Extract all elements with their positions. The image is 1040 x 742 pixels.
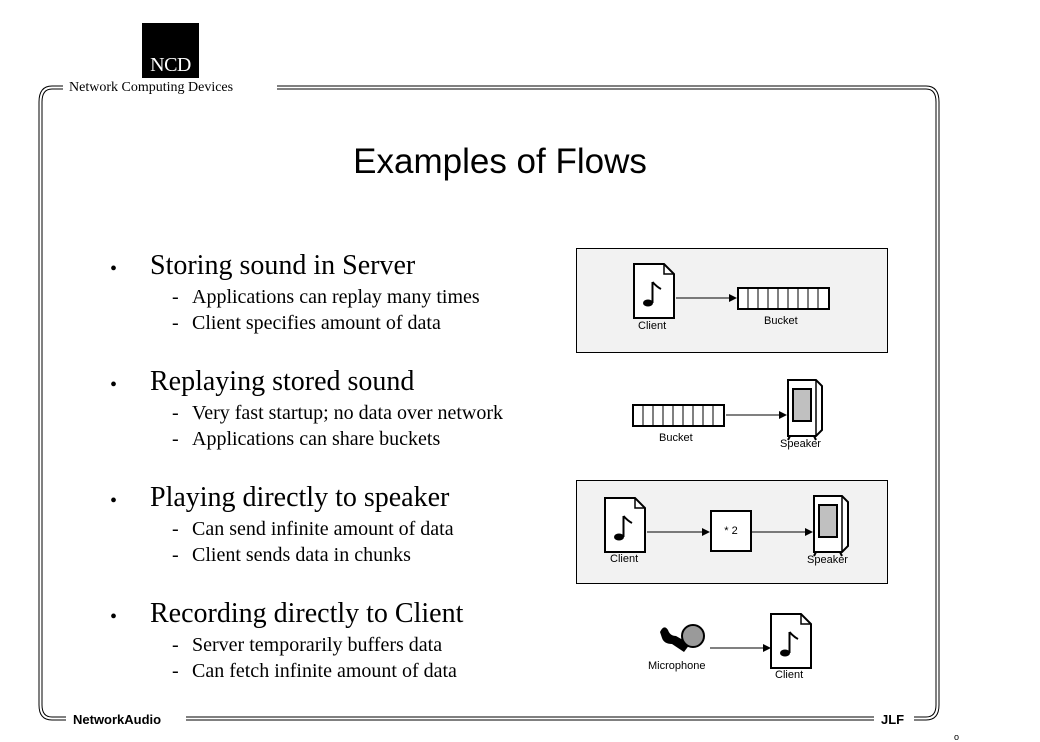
sub-item: -Can fetch infinite amount of data (172, 658, 457, 684)
sub-item-text: Applications can share buckets (192, 428, 441, 450)
microphone-icon (660, 624, 705, 652)
sub-item-text: Client sends data in chunks (192, 544, 411, 566)
diagram-label: Client (638, 320, 667, 332)
dash: - (172, 312, 179, 334)
sub-item: -Applications can replay many times (172, 284, 480, 310)
client-document-icon (770, 613, 812, 669)
sub-item: -Can send infinite amount of data (172, 516, 454, 542)
multiplier-box (710, 510, 752, 552)
flow-arrow (676, 294, 737, 302)
bullet-dot: • (110, 258, 118, 280)
diagram-label: Bucket (659, 432, 693, 444)
footer-left: NetworkAudio (73, 712, 162, 727)
bullet-heading: Recording directly to Client (150, 598, 464, 629)
diagram-label: Speaker (780, 438, 821, 450)
flow-arrow (752, 528, 813, 536)
dash: - (172, 544, 179, 566)
diagram-label: Bucket (764, 315, 798, 327)
flow-arrow (726, 411, 787, 419)
multiplier-label: * 2 (724, 525, 738, 537)
logo-text: NCD (150, 54, 191, 76)
diagram-label: Speaker (807, 554, 848, 566)
bullet-heading: Playing directly to speaker (150, 482, 450, 513)
company-name: Network Computing Devices (69, 80, 234, 95)
dash: - (172, 660, 179, 682)
bullet-heading: Storing sound in Server (150, 250, 416, 281)
dash: - (172, 286, 179, 308)
sub-item: -Applications can share buckets (172, 426, 440, 452)
sub-item-text: Server temporarily buffers data (192, 634, 443, 656)
sub-item-text: Can send infinite amount of data (192, 518, 454, 540)
speaker-icon (813, 495, 849, 557)
dash: - (172, 634, 179, 656)
bullet-dot: • (110, 490, 118, 512)
footer-right: JLF (881, 712, 905, 727)
bullet-heading: Replaying stored sound (150, 366, 415, 397)
flow-arrow (710, 644, 771, 652)
bucket-icon (737, 287, 830, 310)
sub-item: -Client specifies amount of data (172, 310, 441, 336)
sub-item: -Server temporarily buffers data (172, 632, 442, 658)
sub-item-text: Client specifies amount of data (192, 312, 441, 334)
ncd-logo (142, 23, 199, 78)
diagram-label: Client (775, 669, 804, 681)
bullet-dot: • (110, 374, 118, 396)
slide-title: Examples of Flows (353, 142, 647, 181)
sub-item: -Client sends data in chunks (172, 542, 411, 568)
bucket-icon (632, 404, 725, 427)
dash: - (172, 428, 179, 450)
sub-item: -Very fast startup; no data over network (172, 400, 503, 426)
dash: - (172, 518, 179, 540)
bullet-dot: • (110, 606, 118, 628)
sub-item-text: Very fast startup; no data over network (192, 402, 504, 424)
corner-mark: o (954, 732, 960, 742)
speaker-icon (787, 379, 823, 441)
client-document-icon (604, 497, 646, 553)
sub-item-text: Can fetch infinite amount of data (192, 660, 457, 682)
diagram-label: Client (610, 553, 639, 565)
sub-item-text: Applications can replay many times (192, 286, 480, 308)
diagram-label: Microphone (648, 660, 706, 672)
dash: - (172, 402, 179, 424)
flow-arrow (647, 528, 710, 536)
client-document-icon (633, 263, 675, 319)
